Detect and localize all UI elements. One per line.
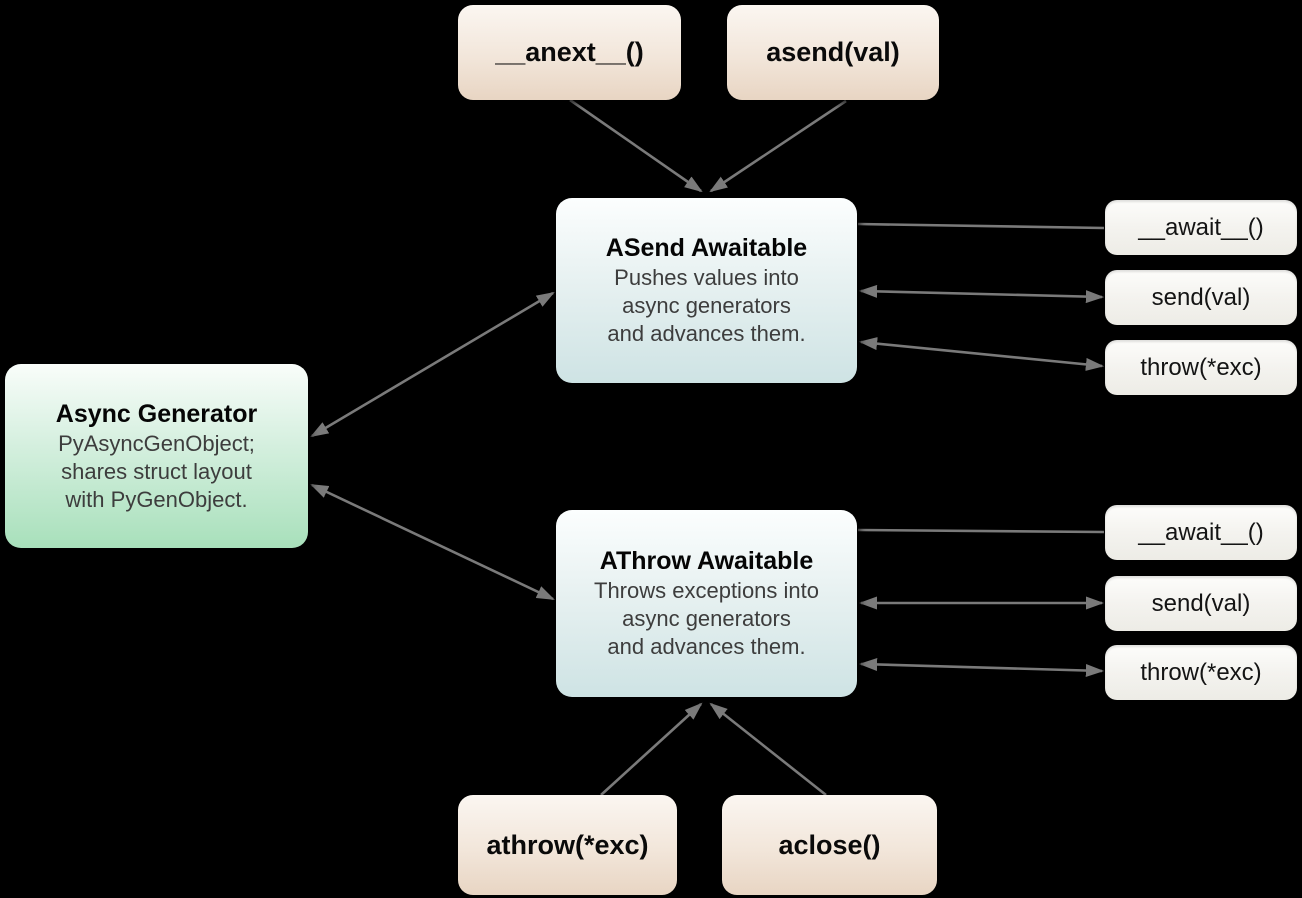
async-generator-node: Async Generator PyAsyncGenObject; shares…	[5, 364, 308, 548]
anext-node: __anext__()	[458, 5, 681, 100]
athrow-awaitable-title: AThrow Awaitable	[599, 547, 814, 575]
send-top-node: send(val)	[1105, 270, 1297, 325]
edge-athrow-awaitable-throw-bottom	[858, 657, 1105, 678]
edge-athrow-awaitable-await-bottom	[857, 528, 1105, 534]
edge-asend-awaitable-async-generator	[310, 291, 555, 438]
asend-awaitable-node: ASend Awaitable Pushes values into async…	[556, 198, 857, 383]
asend-node: asend(val)	[727, 5, 939, 100]
athrow-label: athrow(*exc)	[486, 829, 649, 860]
edge-asend-awaitable-send-top	[858, 284, 1105, 304]
asend-awaitable-title: ASend Awaitable	[605, 234, 808, 262]
throw-bottom-label: throw(*exc)	[1140, 658, 1262, 686]
edge-athrow-to-athrow-awaitable	[600, 702, 703, 796]
send-bottom-label: send(val)	[1151, 589, 1251, 617]
asend-awaitable-body: Pushes values into async generators and …	[607, 265, 806, 346]
asend-label: asend(val)	[766, 37, 900, 67]
aclose-label: aclose()	[778, 829, 881, 860]
edge-asend-to-asend-awaitable	[709, 99, 847, 193]
await-bottom-node: __await__()	[1105, 505, 1297, 560]
await-top-node: __await__()	[1105, 200, 1297, 255]
throw-top-node: throw(*exc)	[1105, 340, 1297, 395]
await-bottom-label: __await__()	[1138, 518, 1264, 546]
async-generator-body: PyAsyncGenObject; shares struct layout w…	[58, 430, 255, 512]
edge-athrow-awaitable-async-generator	[310, 483, 555, 601]
send-bottom-node: send(val)	[1105, 576, 1297, 631]
edge-anext-to-asend-awaitable	[569, 98, 703, 193]
async-generator-title: Async Generator	[55, 399, 258, 428]
send-top-label: send(val)	[1151, 283, 1251, 311]
edge-asend-awaitable-throw-top	[858, 337, 1105, 371]
throw-bottom-node: throw(*exc)	[1105, 645, 1297, 700]
athrow-awaitable-body: Throws exceptions into async generators …	[594, 578, 819, 659]
athrow-awaitable-node: AThrow Awaitable Throws exceptions into …	[556, 510, 857, 697]
anext-label: __anext__()	[495, 37, 644, 67]
edge-asend-awaitable-await-top	[857, 222, 1105, 230]
throw-top-label: throw(*exc)	[1140, 353, 1262, 381]
aclose-node: aclose()	[722, 795, 937, 895]
await-top-label: __await__()	[1138, 213, 1264, 241]
edge-aclose-to-athrow-awaitable	[709, 702, 827, 797]
athrow-node: athrow(*exc)	[458, 795, 677, 895]
